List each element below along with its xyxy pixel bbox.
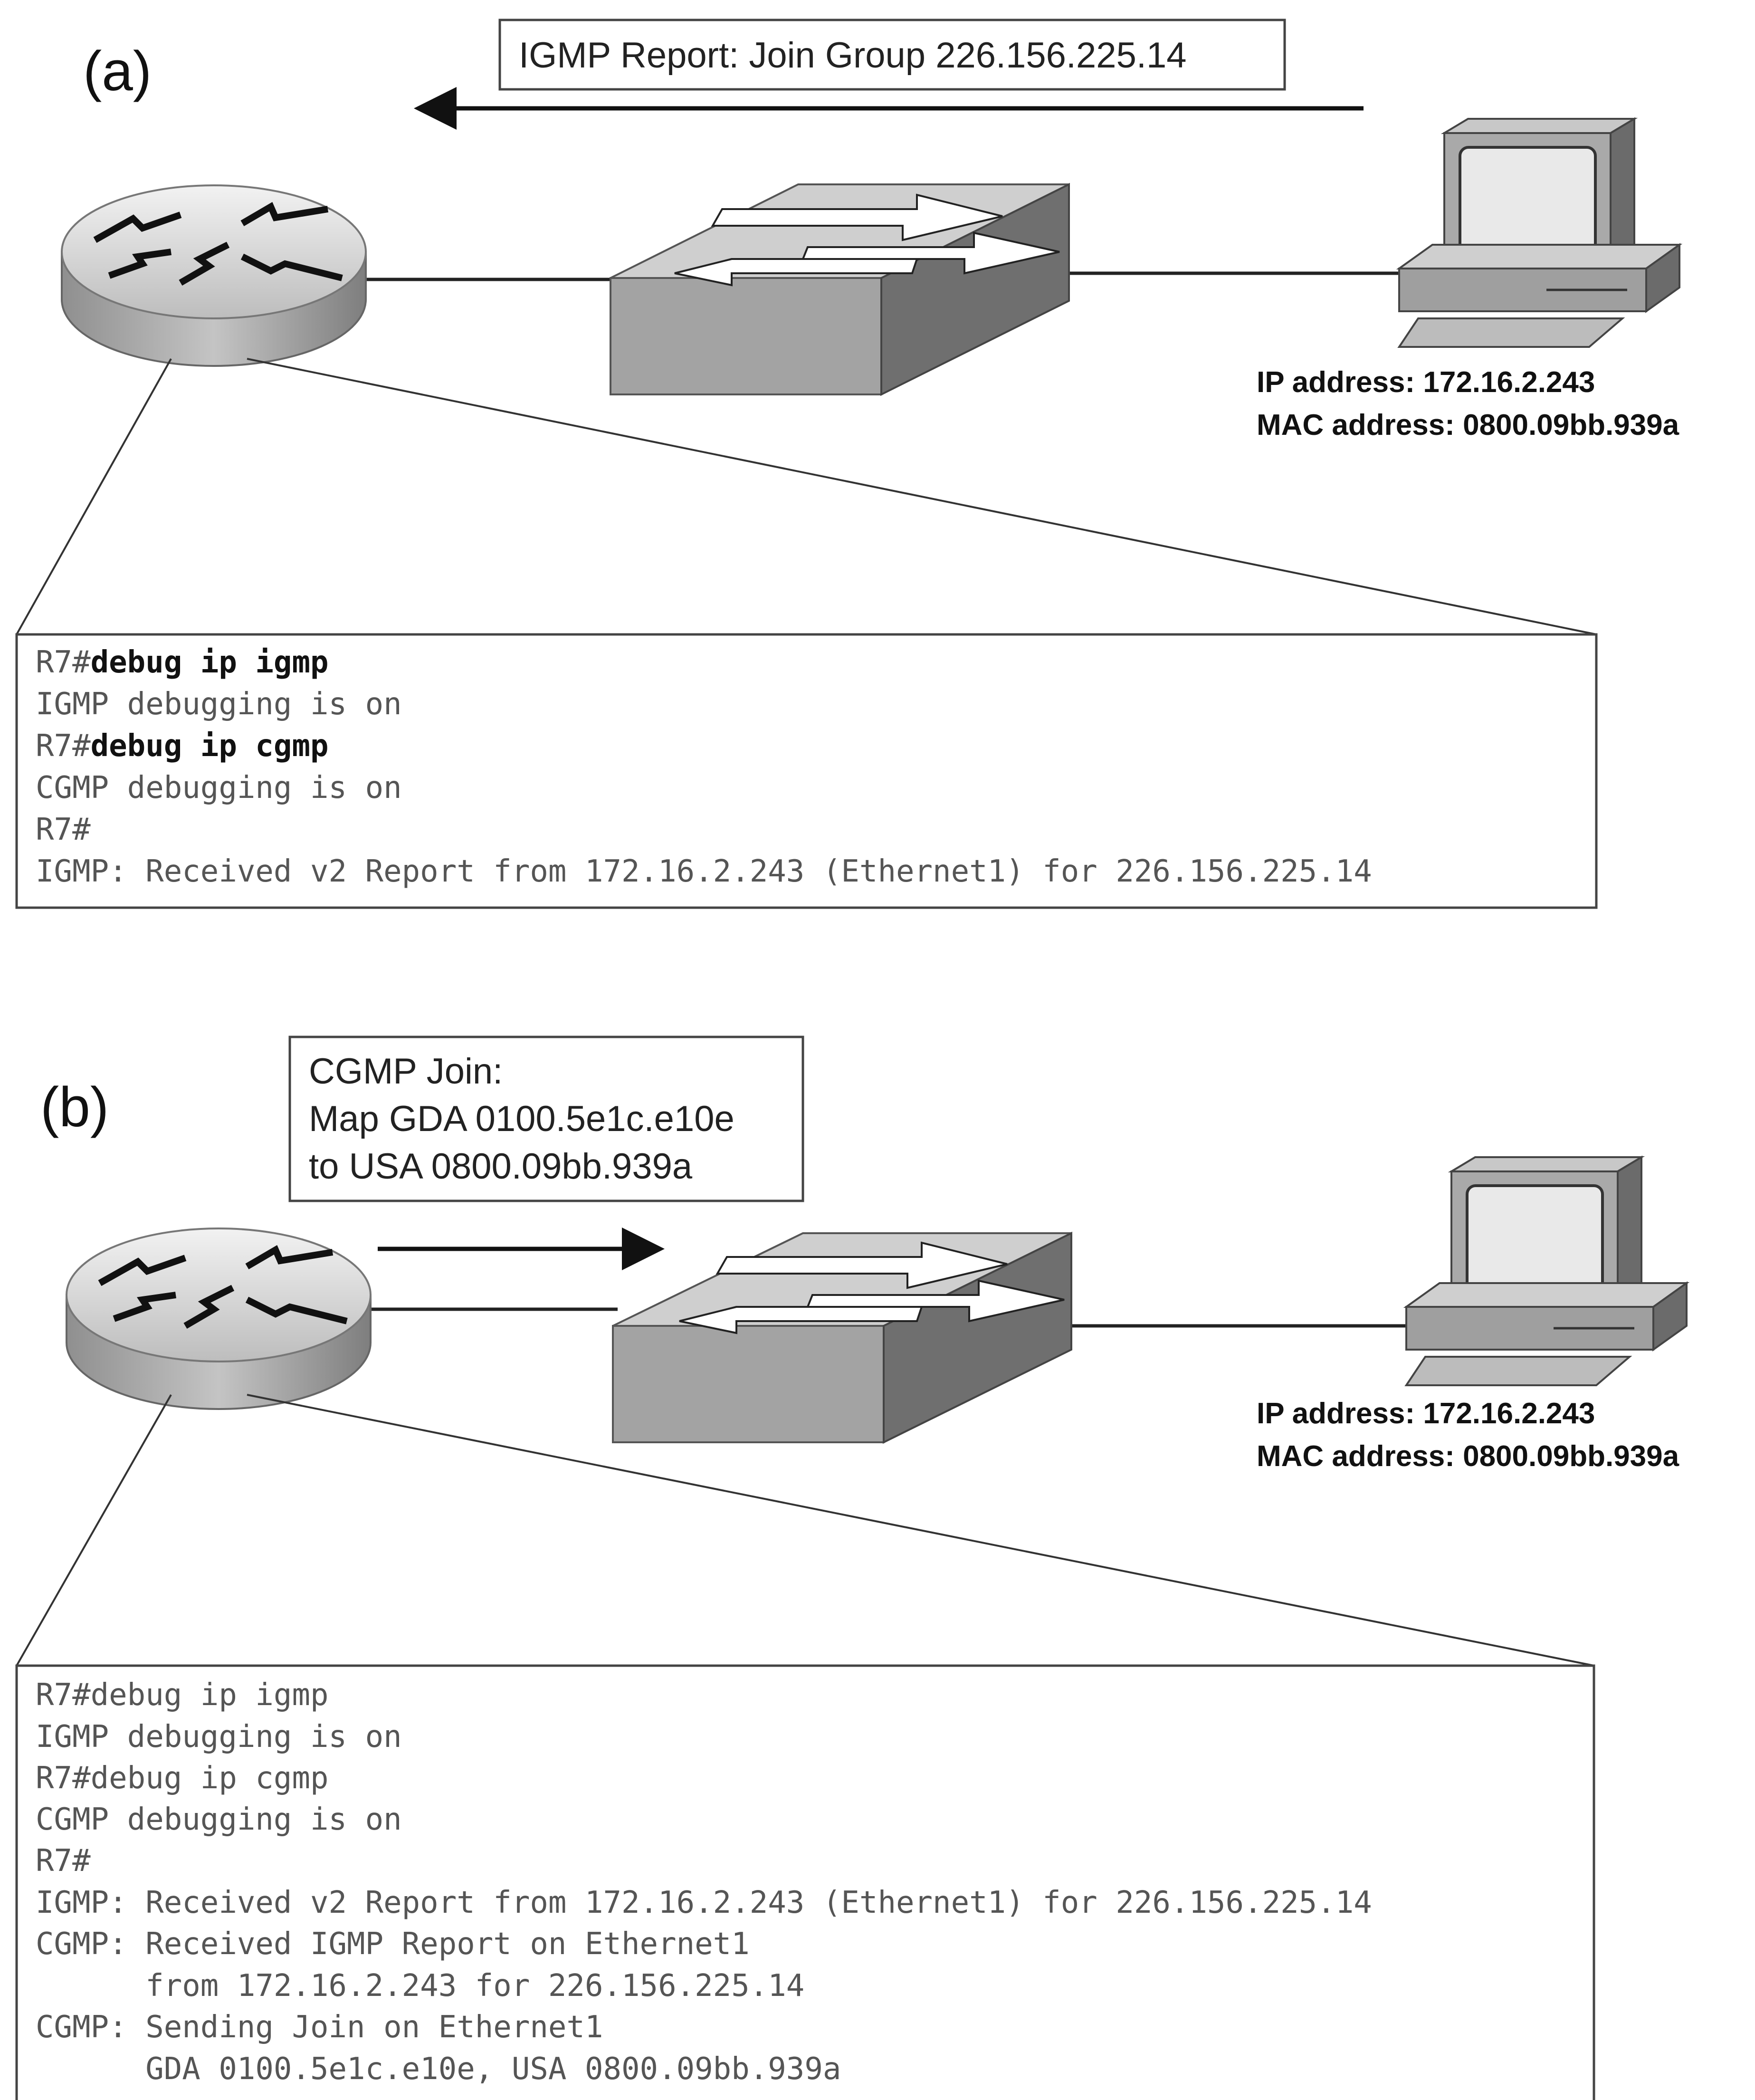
panel-a: (a) IGMP Report: Join Group 226.156.225.… <box>15 19 1683 909</box>
cli-line: IGMP debugging is on <box>36 1719 402 1755</box>
host-pc-icon <box>1403 1155 1690 1386</box>
host-ip-label: IP address: 172.16.2.243 <box>1257 366 1595 399</box>
cli-line: R7#debug ip igmp <box>36 1678 329 1713</box>
host-mac-label: MAC address: 0800.09bb.939a <box>1257 1440 1679 1473</box>
zoom-line-left <box>16 358 172 635</box>
panel-a-label: (a) <box>83 40 152 103</box>
cgmp-join-callout: CGMP Join: Map GDA 0100.5e1c.e10e to USA… <box>288 1036 804 1202</box>
cli-line: R7#debug ip cgmp <box>36 729 329 764</box>
zoom-line-left <box>16 1394 172 1666</box>
cli-line: R7#debug ip cgmp <box>36 1761 329 1796</box>
cli-line: CGMP debugging is on <box>36 1802 402 1837</box>
panel-b: (b) CGMP Join: Map GDA 0100.5e1c.e10e to… <box>15 1036 1690 2100</box>
panel-b-label: (b) <box>40 1076 109 1139</box>
cli-line: CGMP: Sending Join on Ethernet1 <box>36 2010 603 2045</box>
zoom-line-right <box>247 358 1597 635</box>
cli-output-a: R7#debug ip igmp IGMP debugging is on R7… <box>15 633 1598 909</box>
igmp-report-callout-text: IGMP Report: Join Group 226.156.225.14 <box>519 35 1186 76</box>
switch-icon <box>610 182 1070 396</box>
router-icon <box>61 184 367 367</box>
host-mac-label: MAC address: 0800.09bb.939a <box>1257 409 1679 441</box>
cgmp-join-callout-line: to USA 0800.09bb.939a <box>309 1146 693 1187</box>
zoom-line-right <box>247 1394 1594 1667</box>
router-icon <box>66 1227 372 1410</box>
cli-line: IGMP: Received v2 Report from 172.16.2.2… <box>36 854 1372 889</box>
cli-line: CGMP: Received IGMP Report on Ethernet1 <box>36 1927 750 1962</box>
cli-line: GDA 0100.5e1c.e10e, USA 0800.09bb.939a <box>36 2052 841 2087</box>
igmp-report-callout: IGMP Report: Join Group 226.156.225.14 <box>498 19 1286 91</box>
cli-line: IGMP debugging is on <box>36 687 402 722</box>
cgmp-join-callout-line: Map GDA 0100.5e1c.e10e <box>309 1099 734 1139</box>
cli-line: R7#debug ip igmp <box>36 645 329 680</box>
cli-line: CGMP debugging is on <box>36 770 402 805</box>
host-ip-label: IP address: 172.16.2.243 <box>1257 1397 1595 1430</box>
cli-output-b: R7#debug ip igmp IGMP debugging is on R7… <box>15 1664 1595 2100</box>
cli-line: R7# <box>36 1843 91 1879</box>
cgmp-join-callout-line: CGMP Join: <box>309 1051 503 1092</box>
cli-line: R7# <box>36 812 91 847</box>
switch-icon <box>612 1231 1072 1444</box>
cli-line: from 172.16.2.243 for 226.156.225.14 <box>36 1968 804 2004</box>
cli-line: IGMP: Received v2 Report from 172.16.2.2… <box>36 1885 1372 1920</box>
host-pc-icon <box>1396 117 1683 348</box>
